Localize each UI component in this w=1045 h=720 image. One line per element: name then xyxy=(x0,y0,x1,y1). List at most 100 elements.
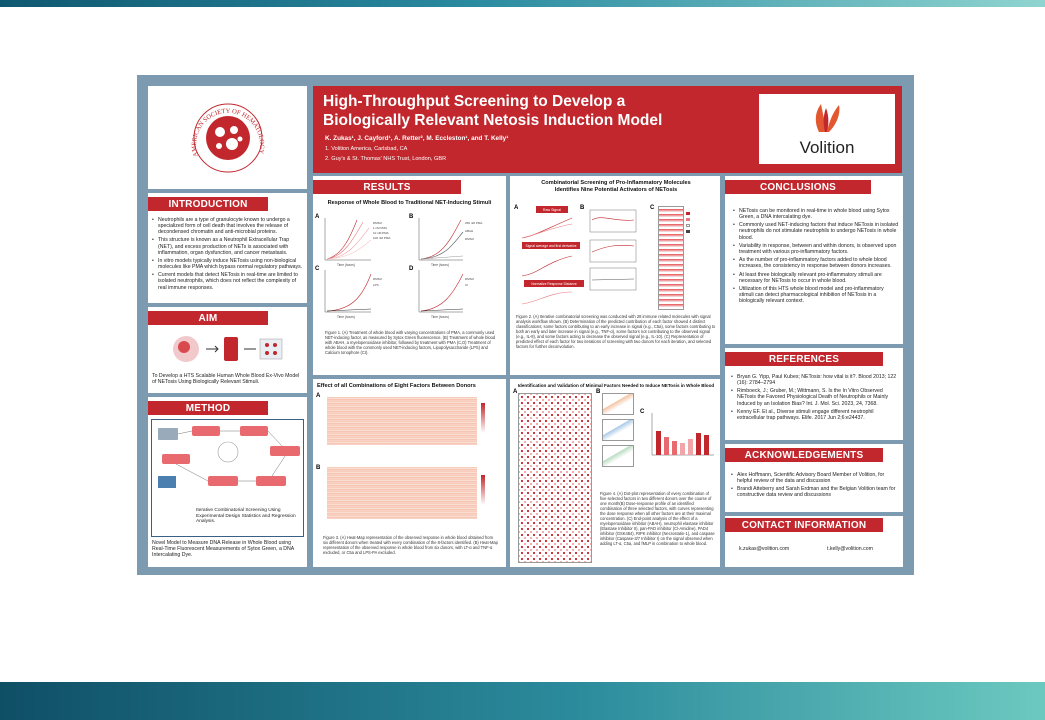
svg-text:DMSO: DMSO xyxy=(465,277,475,281)
fig1-axis-time-c: Time (hours) xyxy=(337,315,355,319)
svg-text:ABAH: ABAH xyxy=(465,229,473,233)
fig2-plots: A B C xyxy=(514,205,655,305)
title-line-2: Biologically Relevant Netosis Induction … xyxy=(323,112,663,129)
ash-logo-panel: AMERICAN SOCIETY OF HEMATOLOGY xyxy=(148,86,307,189)
contact-email-1[interactable]: k.zukas@volition.com xyxy=(739,546,790,552)
aim-heading: AIM xyxy=(148,311,268,325)
fig4-dose-response-3 xyxy=(602,445,634,467)
aim-illustration xyxy=(173,336,283,362)
svg-text:DMSO: DMSO xyxy=(465,237,475,241)
fig2-legend xyxy=(686,210,716,250)
svg-text:B: B xyxy=(580,205,585,211)
contact-panel: CONTACT INFORMATION k.zukas@volition.com… xyxy=(725,516,903,567)
conclusion-bullet: Utilization of this HTS whole blood mode… xyxy=(733,286,899,304)
reference-item: Kenny EF. Et al., Diverse stimuli engage… xyxy=(731,409,899,421)
svg-text:10 nM PMA: 10 nM PMA xyxy=(373,231,389,235)
fig3-colorbar-b xyxy=(481,475,485,505)
conclusion-bullet: As the number of pro-inflammatory factor… xyxy=(733,257,899,269)
fig2-title: Combinatorial Screening of Pro-Inflammat… xyxy=(541,180,691,193)
acknowledgements-panel: ACKNOWLEDGEMENTS Alex Hoffmann, Scientif… xyxy=(725,444,903,512)
svg-text:100 nM PMA: 100 nM PMA xyxy=(373,236,390,240)
volition-logo-icon xyxy=(815,104,840,132)
conclusions-heading: CONCLUSIONS xyxy=(725,180,871,194)
fig3-colorbar-a xyxy=(481,403,485,433)
svg-text:A: A xyxy=(315,214,320,220)
fig4-dose-response-1 xyxy=(602,393,634,415)
fig4-title: Identification and Validation of Minimal… xyxy=(517,383,715,388)
intro-bullet: In vitro models typically induce NETosis… xyxy=(152,258,304,270)
fig4-caption: Figure 4. (A) Dot-plot representation of… xyxy=(600,491,715,546)
acknowledgements-heading: ACKNOWLEDGEMENTS xyxy=(725,448,883,462)
conclusion-bullet: At least three biologically relevant pro… xyxy=(733,272,899,284)
fig2-tag-norm: Normalize Response Distance xyxy=(531,282,577,286)
fig2-tag-avg: Signal average and first derivative xyxy=(525,244,577,248)
intro-bullet: Neutrophils are a type of granulocyte kn… xyxy=(152,217,304,235)
acknowledgement-item: Alex Hoffmann, Scientific Advisory Board… xyxy=(731,472,899,484)
svg-text:250 nM PMA: 250 nM PMA xyxy=(465,221,482,225)
references-panel: REFERENCES Bryan G. Yipp, Paul Kubes; NE… xyxy=(725,348,903,440)
reference-item: Bryan G. Yipp, Paul Kubes; NETosis: how … xyxy=(731,374,899,386)
authors: K. Zukas¹, J. Cayford¹, A. Retter², M. E… xyxy=(325,135,509,142)
results-fig1-panel: RESULTS Response of Whole Blood to Tradi… xyxy=(313,176,506,375)
results-fig4-panel: Identification and Validation of Minimal… xyxy=(510,379,720,567)
results-heading: RESULTS xyxy=(313,180,461,194)
introduction-text: Neutrophils are a type of granulocyte kn… xyxy=(152,217,304,293)
fig3-title: Effect of all Combinations of Eight Fact… xyxy=(317,383,476,389)
references-text: Bryan G. Yipp, Paul Kubes; NETosis: how … xyxy=(731,374,899,423)
fig1-axis-time-b: Time (hours) xyxy=(431,263,449,267)
fig4-dot-plot xyxy=(518,393,592,563)
top-gradient-bar xyxy=(0,0,1045,7)
svg-text:CI: CI xyxy=(465,283,468,287)
poster-title: High-Throughput Screening to Develop a B… xyxy=(323,92,753,130)
conclusion-bullet: Commonly used NET-inducing factors that … xyxy=(733,222,899,240)
poster: AMERICAN SOCIETY OF HEMATOLOGY High-Thro… xyxy=(137,75,914,575)
results-fig3-panel: Effect of all Combinations of Eight Fact… xyxy=(313,379,506,567)
svg-text:B: B xyxy=(409,214,414,220)
acknowledgements-text: Alex Hoffmann, Scientific Advisory Board… xyxy=(731,472,899,501)
method-text: Novel Model to Measure DNA Release in Wh… xyxy=(152,540,294,559)
intro-bullet: Current models that detect NETosis in re… xyxy=(152,272,304,290)
conclusion-bullet: Variability in response, between and wit… xyxy=(733,243,899,255)
introduction-panel: INTRODUCTION Neutrophils are a type of g… xyxy=(148,193,307,303)
fig1-axis-time-d: Time (hours) xyxy=(431,315,449,319)
method-workflow-diagram xyxy=(158,426,300,488)
svg-text:C: C xyxy=(650,205,655,211)
conclusions-panel: CONCLUSIONS NETosis can be monitored in … xyxy=(725,176,903,344)
contact-email-2[interactable]: t.kelly@volition.com xyxy=(827,546,873,552)
method-workflow-box: Iterative Combinatorial Screening Using … xyxy=(151,419,304,537)
method-heading: METHOD xyxy=(148,401,268,415)
fig4-bar-chart xyxy=(651,413,714,456)
conclusion-bullet: NETosis can be monitored in real-time in… xyxy=(733,208,899,220)
fig2-tag-raw: Raw Signal xyxy=(542,208,562,212)
volition-logo-box: Volition xyxy=(759,94,895,164)
fig1-title: Response of Whole Blood to Traditional N… xyxy=(327,200,492,206)
contact-heading: CONTACT INFORMATION xyxy=(725,518,883,532)
ash-logo: AMERICAN SOCIETY OF HEMATOLOGY xyxy=(191,103,265,173)
fig1-caption: Figure 1. (A) Treatment of whole blood w… xyxy=(325,330,496,355)
title-line-1: High-Throughput Screening to Develop a xyxy=(323,93,626,110)
fig3-caption: Figure 3. (A) Heat-Map representation of… xyxy=(323,535,498,555)
fig3-label-a: A xyxy=(316,393,321,399)
volition-logo-text: Volition xyxy=(799,138,855,157)
affiliation-1: 1. Volition America, Carlsbad, CA xyxy=(325,146,408,152)
aim-text: To Develop a HTS Scalable Human Whole Bl… xyxy=(152,373,300,386)
intro-bullet: This structure is known as a Neutrophil … xyxy=(152,237,304,255)
fig4-label-a: A xyxy=(513,389,518,395)
fig2-caption: Figure 2. (A) Iterative combinatorial sc… xyxy=(516,314,716,349)
bottom-gradient-bar xyxy=(0,682,1045,720)
fig4-label-c: C xyxy=(640,409,645,415)
svg-text:DMSO: DMSO xyxy=(373,277,383,281)
reference-item: Rimboeck, J.; Gruber, M.; Wittmann, S. I… xyxy=(731,388,899,406)
introduction-heading: INTRODUCTION xyxy=(148,197,268,211)
method-panel: METHOD Iterative Combinatorial Screening… xyxy=(148,397,307,567)
fig1-axis-time-a: Time (hours) xyxy=(337,263,355,267)
svg-text:A: A xyxy=(514,205,519,211)
acknowledgement-item: Brandi Atteberry and Sarah Erdman and th… xyxy=(731,486,899,498)
fig4-dose-response-2 xyxy=(602,419,634,441)
references-heading: REFERENCES xyxy=(725,352,883,366)
svg-text:C: C xyxy=(315,266,320,272)
fig2-heatmap-table xyxy=(658,206,684,310)
svg-text:LPS: LPS xyxy=(373,283,379,287)
affiliation-2: 2. Guy's & St. Thomas' NHS Trust, London… xyxy=(325,156,447,162)
